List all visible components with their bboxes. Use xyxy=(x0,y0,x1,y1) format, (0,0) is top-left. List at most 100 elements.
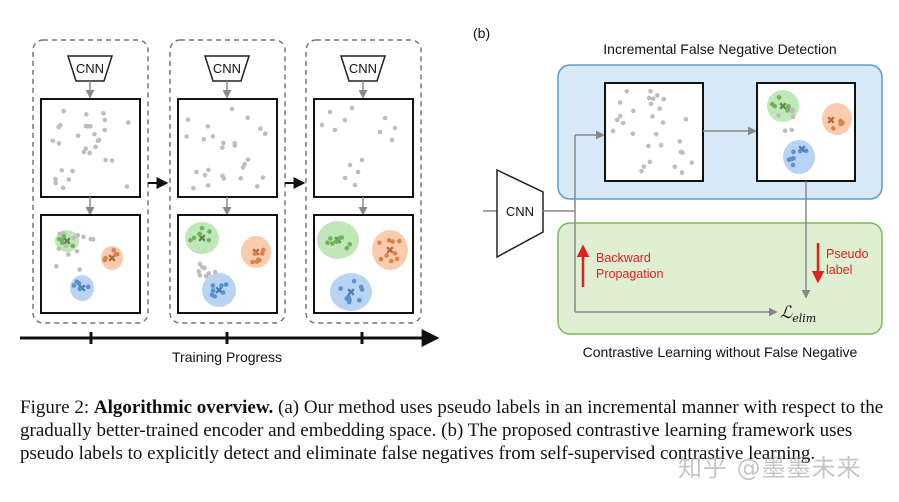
embedding-dot xyxy=(646,143,651,149)
embedding-dot xyxy=(221,140,226,146)
embedding-dot xyxy=(653,131,659,137)
cluster-dot xyxy=(388,258,394,264)
embedding-dot xyxy=(242,161,247,167)
embedding-dot xyxy=(258,126,263,131)
centroid-blue-2: ✖ xyxy=(214,285,223,297)
embedding-dot xyxy=(221,176,227,181)
embedding-dot xyxy=(63,243,69,249)
embedding-dot xyxy=(789,127,794,133)
loss-elim: ℒelim xyxy=(780,303,816,325)
cluster-dot xyxy=(333,239,339,244)
cluster-dot xyxy=(254,259,260,264)
embedding-dot xyxy=(53,180,58,186)
embedding-dot xyxy=(71,235,77,241)
stage-2: CNN ✖ ✖ ✖ xyxy=(169,39,286,324)
embedding-dot xyxy=(56,246,62,251)
embedding-dot xyxy=(614,117,620,123)
embedding-dot xyxy=(672,164,678,170)
centroid-blue-3: ✖ xyxy=(346,287,355,299)
cluster-dot xyxy=(776,95,782,100)
cluster-blue-3 xyxy=(330,273,372,311)
embedding-dot xyxy=(639,168,644,174)
cluster-dot xyxy=(351,278,357,284)
embedding-dot xyxy=(646,95,652,101)
embedding-dot xyxy=(101,110,106,116)
embedding-box-3-top xyxy=(313,98,414,198)
embedding-dot xyxy=(57,123,63,128)
cluster-dot xyxy=(103,255,108,261)
cnn-trapezoid-3 xyxy=(339,55,387,82)
embedding-dot xyxy=(319,122,325,128)
embedding-dot xyxy=(359,157,365,163)
cluster-dot xyxy=(191,235,197,241)
cluster-blue-2 xyxy=(202,273,236,307)
cluster-dot xyxy=(344,245,350,251)
cluster-dot xyxy=(71,283,77,288)
embedding-dot xyxy=(647,159,653,165)
embedding-box-1-bottom xyxy=(40,214,141,314)
cluster-dot xyxy=(338,286,343,291)
embedding-dot xyxy=(184,134,189,139)
embedding-dot xyxy=(617,100,623,105)
embedding-dot xyxy=(658,142,664,148)
embedding-dot xyxy=(53,176,58,182)
embedding-dot xyxy=(200,264,205,270)
cluster-orange-b xyxy=(822,103,852,135)
cluster-dot xyxy=(337,235,342,241)
cluster-dot xyxy=(392,251,398,256)
cluster-dot xyxy=(346,299,352,305)
embedding-dot xyxy=(617,113,623,119)
panel-b: (b) Incremental False Negative Detection… xyxy=(473,25,883,360)
stage-1: CNN ✖ ✖ ✖ xyxy=(32,39,149,324)
embedding-dot xyxy=(205,183,211,188)
cluster-dot xyxy=(253,251,258,256)
figure-diagram: CNN ✖ ✖ ✖ CNN ✖ ✖ ✖ xyxy=(20,25,883,365)
centroid-orange-1: ✖ xyxy=(107,253,116,265)
cluster-dot xyxy=(77,286,83,292)
zhihu-watermark: 知乎 @墨墨未来 xyxy=(678,454,862,482)
embedding-dot xyxy=(60,185,66,191)
embedding-dot xyxy=(81,149,87,155)
centroid-green-b: ✖ xyxy=(778,101,787,113)
embedding-dot xyxy=(84,112,89,117)
cluster-dot xyxy=(250,259,255,265)
embedding-dot xyxy=(661,96,667,102)
embedding-dot xyxy=(245,157,251,162)
centroid-orange-b: ✖ xyxy=(826,115,835,127)
embedding-dot xyxy=(789,109,795,114)
cluster-dot xyxy=(396,238,402,244)
cluster-dot xyxy=(840,120,845,126)
cluster-dot xyxy=(359,287,365,292)
embedding-dot xyxy=(194,169,199,175)
embedding-dot xyxy=(50,138,56,144)
embedding-dot xyxy=(620,120,626,126)
cluster-dot xyxy=(790,162,796,168)
embedding-dot xyxy=(776,113,781,118)
embedding-dot xyxy=(260,175,266,180)
cluster-dot xyxy=(206,237,212,243)
stage-1-dashed-frame xyxy=(32,39,149,324)
figure-caption: Figure 2: Algorithmic overview. (a) Our … xyxy=(20,396,890,465)
embedding-dot xyxy=(66,252,71,257)
pseudo-label-line1: Pseudo xyxy=(826,247,868,261)
cluster-dot xyxy=(394,256,400,262)
embedding-dot xyxy=(392,125,398,131)
embedding-dot xyxy=(102,127,108,133)
cluster-dot xyxy=(344,296,350,301)
panel-a: CNN ✖ ✖ ✖ CNN ✖ ✖ ✖ xyxy=(20,39,440,365)
cluster-dot xyxy=(791,156,796,161)
loss-symbol: ℒ xyxy=(780,303,793,323)
embedding-dot xyxy=(203,273,209,279)
cluster-dot xyxy=(210,288,216,293)
embedding-dot xyxy=(680,150,685,155)
embedding-dot xyxy=(782,128,788,134)
embedding-dot xyxy=(191,185,196,191)
pseudo-label-line2: label xyxy=(826,263,852,277)
embedding-dot xyxy=(229,106,235,112)
cluster-dot xyxy=(769,101,775,107)
cluster-dot xyxy=(797,148,803,154)
embedding-dot xyxy=(630,131,636,137)
cluster-dot xyxy=(223,282,229,287)
embedding-dot xyxy=(657,106,662,111)
embedding-dot xyxy=(610,128,616,134)
